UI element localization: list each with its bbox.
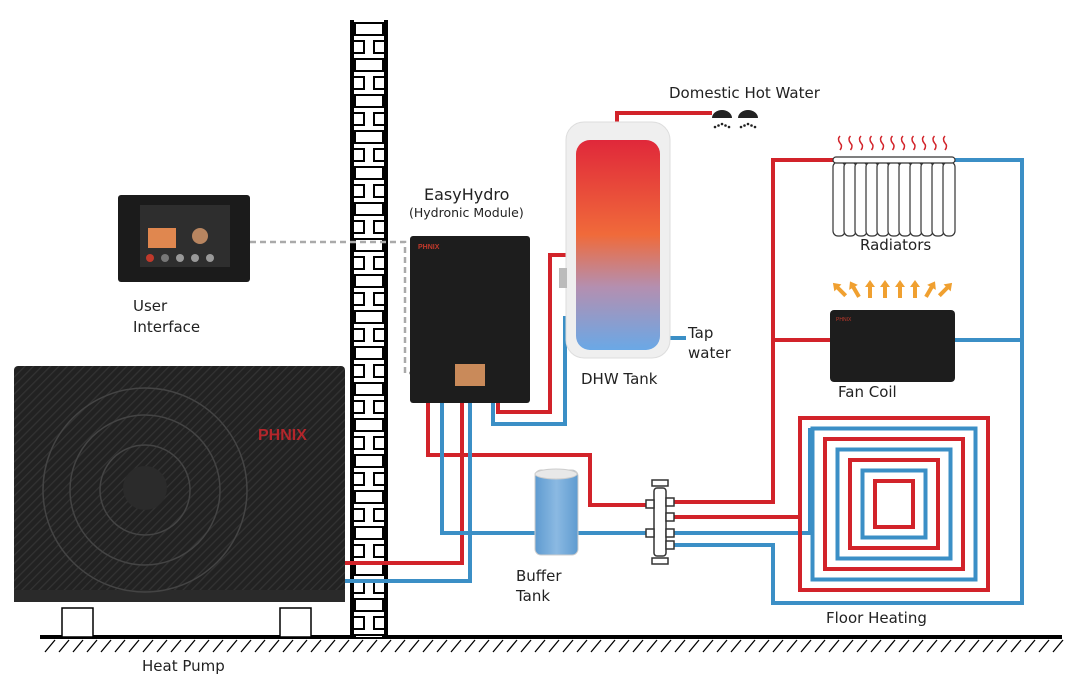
dhw-tank <box>559 121 671 359</box>
arrow-up-icon <box>849 281 861 298</box>
brick-wall <box>350 20 388 637</box>
radiator-fin <box>854 161 868 237</box>
heat-wave <box>869 135 874 151</box>
floor-coil-loop <box>873 479 915 529</box>
ground <box>40 635 1064 653</box>
heat-pump-logo: PHNIX <box>258 427 307 444</box>
floor-coil-loop <box>860 468 928 540</box>
heat-wave-icons <box>837 135 948 151</box>
floor-coil-loop <box>848 458 940 550</box>
heat-wave <box>942 135 948 151</box>
heat-wave <box>900 135 906 151</box>
radiator-fin <box>898 161 912 237</box>
easyhydro-module: PHNIX <box>410 236 530 403</box>
hydraulic-separator <box>645 479 675 565</box>
floor-coil-loop <box>798 416 990 592</box>
heat-wave <box>858 135 864 151</box>
radiator-fin <box>865 161 879 237</box>
arrow-up-icon <box>910 280 920 298</box>
warm-air-arrow-icons <box>832 280 953 298</box>
heat-wave <box>921 135 927 151</box>
label-tap-water-line2: water <box>688 344 731 362</box>
radiator-fin <box>843 161 857 237</box>
user-interface-device[interactable] <box>118 195 250 282</box>
label-floor-heating: Floor Heating <box>826 609 927 627</box>
svg-text:PHNIX: PHNIX <box>836 317 852 323</box>
label-buffer-tank-line1: Buffer <box>516 567 562 585</box>
arrow-up-icon <box>832 282 848 298</box>
floor-coil-loop <box>823 437 965 571</box>
radiator-fin <box>920 161 934 237</box>
label-hydronic-module: (Hydronic Module) <box>409 205 524 220</box>
label-tap-water-line1: Tap <box>688 324 714 342</box>
easyhydro-logo: PHNIX <box>418 244 440 251</box>
radiators-unit <box>832 156 956 237</box>
floor-heating-coil <box>798 416 990 592</box>
heat-wave <box>837 135 843 151</box>
heat-wave <box>879 135 885 151</box>
heat-wave <box>911 135 916 151</box>
arrow-up-icon <box>937 282 953 298</box>
label-fan-coil: Fan Coil <box>838 383 897 401</box>
radiator-fin <box>832 161 846 237</box>
label-user-interface-line1: User <box>133 297 168 315</box>
radiator-fin <box>931 161 945 237</box>
label-easyhydro: EasyHydro <box>424 185 510 204</box>
label-heat-pump: Heat Pump <box>142 657 225 675</box>
arrow-up-icon <box>880 280 890 298</box>
floor-coil-loop <box>810 426 978 582</box>
radiator-fin <box>942 161 956 237</box>
arrow-up-icon <box>924 281 936 298</box>
arrow-up-icon <box>895 280 905 298</box>
heat-wave <box>932 135 937 151</box>
label-radiators: Radiators <box>860 236 932 254</box>
arrow-up-icon <box>865 280 875 298</box>
heat-wave <box>848 135 853 151</box>
radiator-fin <box>887 161 901 237</box>
radiator-fin <box>876 161 890 237</box>
floor-coil-loop <box>835 447 953 561</box>
label-buffer-tank-line2: Tank <box>516 587 551 605</box>
label-dhw-tank: DHW Tank <box>581 370 658 388</box>
heat-wave <box>890 135 895 151</box>
shower-head-icons <box>712 110 758 129</box>
buffer-tank <box>534 468 579 556</box>
heat-pump-unit: PHNIX <box>14 366 345 638</box>
radiator-fin <box>909 161 923 237</box>
label-user-interface-line2: Interface <box>133 318 201 336</box>
fan-coil-unit: PHNIX <box>830 310 955 382</box>
label-domestic-hot-water: Domestic Hot Water <box>669 84 820 102</box>
